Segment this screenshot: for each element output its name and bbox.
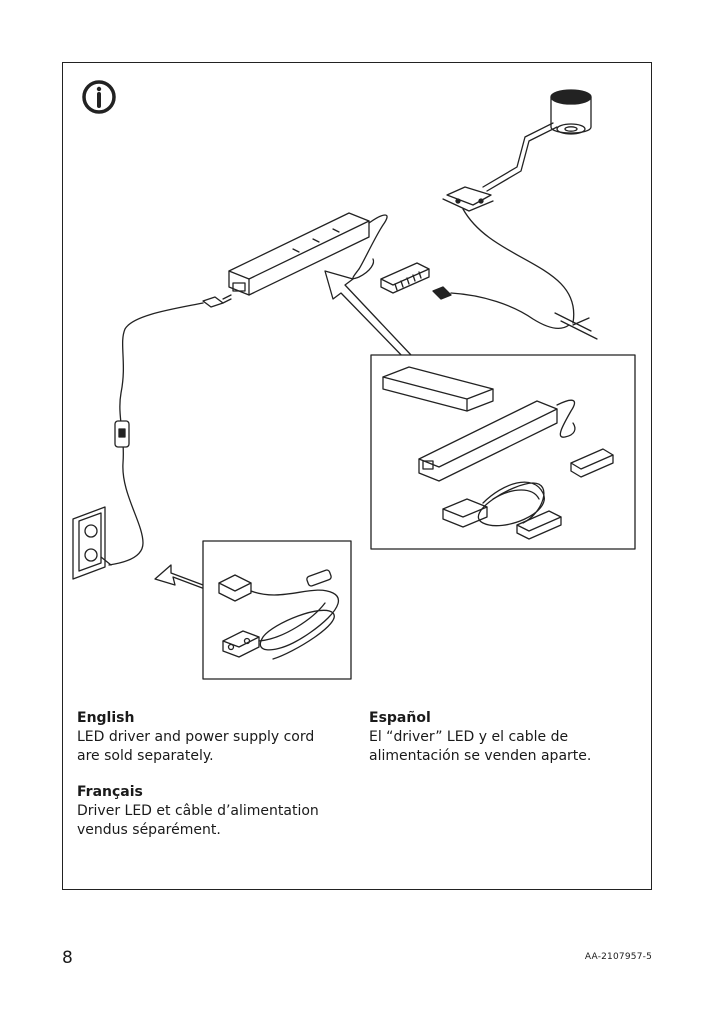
note-text: Driver LED et câble d’alimentation vendu… xyxy=(77,803,319,838)
assembly-illustration xyxy=(72,80,636,680)
power-cord-inset xyxy=(202,540,352,680)
cabinet-lamp xyxy=(442,89,598,340)
language-heading: Français xyxy=(77,784,143,800)
power-cord xyxy=(108,294,232,566)
page-number: 8 xyxy=(62,948,73,968)
document-code: AA-2107957-5 xyxy=(584,952,652,962)
language-heading: English xyxy=(77,710,135,726)
note-text: El “driver” LED y el cable de alimentaci… xyxy=(369,729,592,764)
language-heading: Español xyxy=(369,710,431,726)
note-french: Français Driver LED et câble d’alimentat… xyxy=(77,783,337,840)
lamp-cable xyxy=(432,286,570,330)
wall-outlet xyxy=(72,506,112,580)
arrow-to-driver-inset xyxy=(324,270,412,362)
note-english: English LED driver and power supply cord… xyxy=(77,709,337,766)
note-spanish: Español El “driver” LED y el cable de al… xyxy=(369,709,639,766)
note-text: LED driver and power supply cord are sol… xyxy=(77,729,315,764)
info-icon xyxy=(82,80,116,114)
arrow-to-cord-inset xyxy=(154,564,206,590)
driver-kit-inset xyxy=(370,354,636,550)
distributor-connector xyxy=(380,262,430,294)
led-driver xyxy=(228,212,388,296)
instruction-panel: English LED driver and power supply cord… xyxy=(62,62,652,890)
